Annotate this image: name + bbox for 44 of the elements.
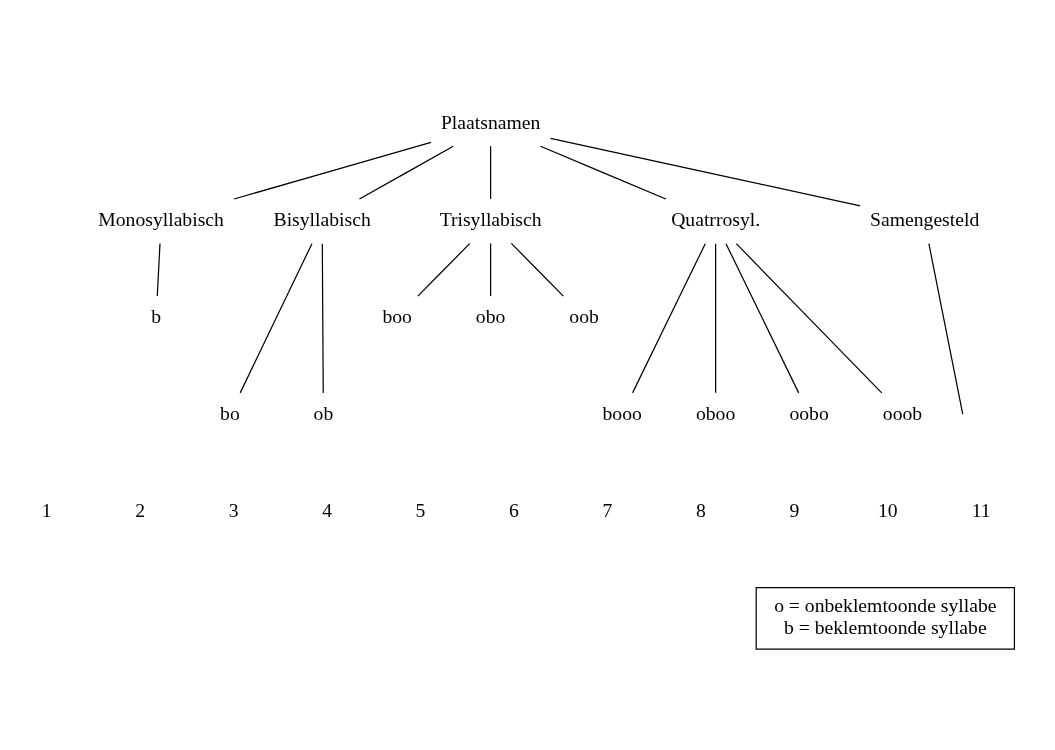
node-box: o = onbeklemtoonde syllabe b = beklemtoonde syllabe — [755, 586, 1016, 650]
node-text: Trisyllabisch — [439, 207, 542, 230]
label: 11 — [971, 498, 991, 521]
node-text: ooob — [882, 401, 923, 424]
connector — [510, 242, 564, 297]
node-text: oob — [569, 304, 599, 327]
label: 5 — [415, 498, 426, 521]
node-text: Monosyllabisch — [98, 207, 224, 230]
node-text: obo — [475, 304, 506, 327]
connector — [490, 242, 492, 297]
connector — [928, 242, 964, 415]
node-text: b — [151, 304, 162, 327]
node-text: Plaatsnamen — [440, 110, 541, 133]
connector — [358, 145, 454, 200]
label: 10 — [877, 498, 898, 521]
node-text: Samengesteld — [870, 207, 980, 230]
node-text: oboo — [695, 401, 736, 424]
connector — [417, 242, 471, 297]
connector — [549, 137, 861, 206]
label: 8 — [695, 498, 706, 521]
label: 9 — [789, 498, 800, 521]
node-text: Bisyllabisch — [273, 207, 371, 230]
connector — [233, 141, 432, 200]
node-text: bo — [220, 401, 240, 424]
connector — [715, 242, 717, 393]
connector — [735, 242, 883, 393]
node-text: booo — [602, 401, 642, 424]
connector — [321, 242, 324, 393]
label: 3 — [228, 498, 239, 521]
connector — [239, 242, 313, 393]
label: 1 — [41, 498, 52, 521]
connector — [631, 242, 706, 393]
node-text: ob — [313, 401, 334, 424]
label: 4 — [322, 498, 332, 521]
label: 7 — [602, 498, 613, 521]
label: 6 — [509, 498, 519, 521]
node-text: Quatrrosyl. — [671, 207, 761, 230]
connector — [156, 242, 161, 297]
connector — [725, 242, 800, 393]
node-text: oobo — [789, 401, 829, 424]
connector — [490, 145, 492, 200]
label: 2 — [135, 498, 146, 521]
connector — [539, 145, 667, 200]
node-text: boo — [382, 304, 412, 327]
